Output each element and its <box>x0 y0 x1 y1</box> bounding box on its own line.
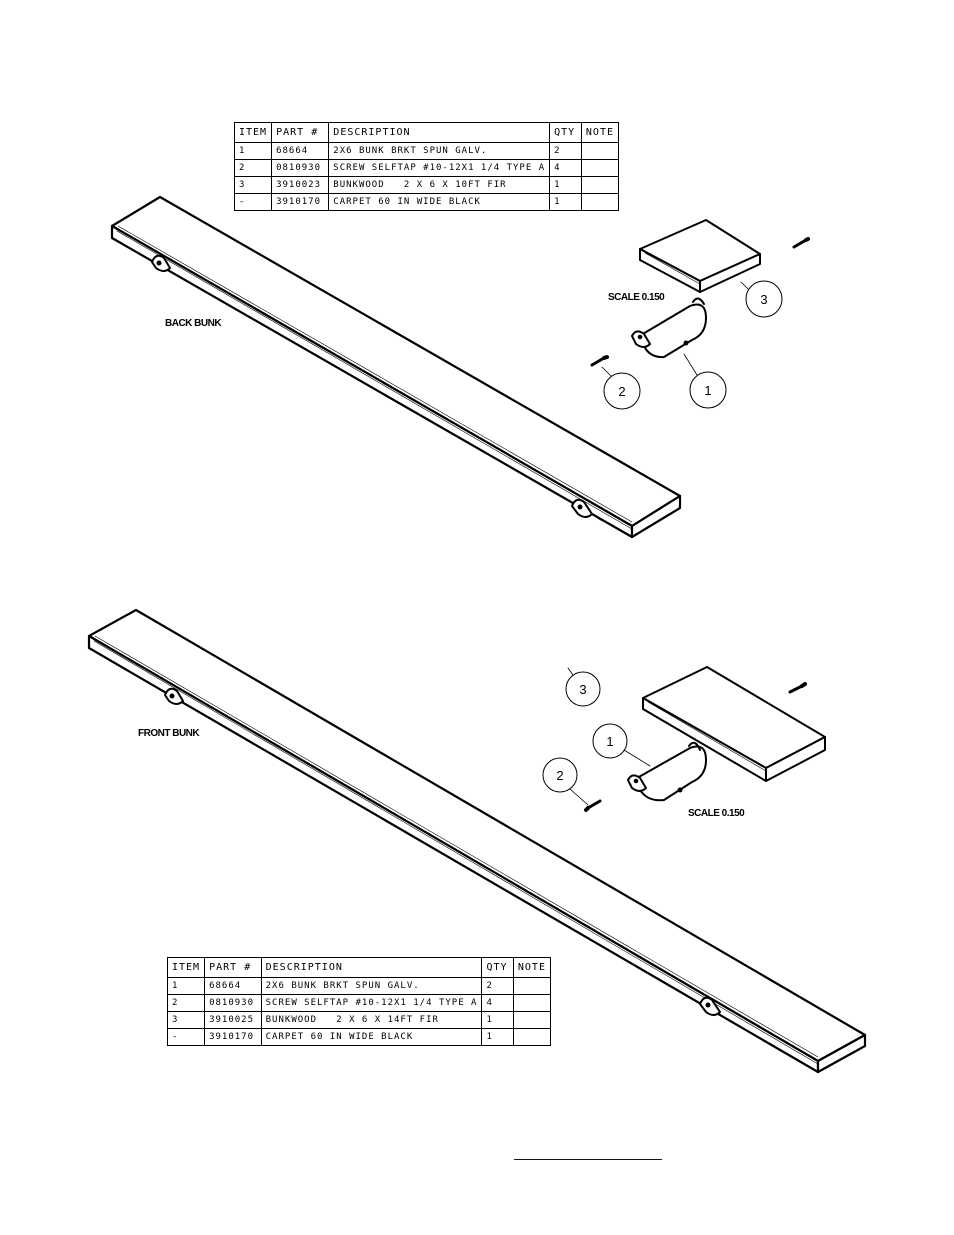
bom-cell-part: 3910170 <box>271 193 330 211</box>
bom-cell-note <box>512 1028 552 1046</box>
bom-cell-part: 3910170 <box>204 1028 262 1046</box>
bom-cell-qty: 1 <box>481 1028 514 1046</box>
bom-cell-part: 68664 <box>271 142 330 160</box>
bom-cell-note <box>512 977 552 995</box>
bom-header-part: PART # <box>271 122 330 143</box>
bom-cell-qty: 2 <box>549 142 582 160</box>
bom-cell-description: 2X6 BUNK BRKT SPUN GALV. <box>260 977 483 995</box>
bom-cell-item: - <box>166 1028 206 1046</box>
bom-cell-qty: 4 <box>481 994 514 1012</box>
bom-header-row: ITEM PART # DESCRIPTION QTY NOTE <box>166 957 552 978</box>
front-bunk-bracket-left <box>164 687 184 705</box>
bom-cell-qty: 1 <box>549 193 582 211</box>
bom-cell-part: 0810930 <box>271 159 330 177</box>
bom-header-qty: QTY <box>481 957 514 978</box>
bom-header-part: PART # <box>204 957 262 978</box>
front-detail-bracket <box>627 741 707 802</box>
back-bunk-bracket-left <box>151 254 171 272</box>
front-balloon-1 <box>592 723 628 759</box>
bom-cell-note <box>512 1011 552 1029</box>
bom-cell-description: CARPET 60 IN WIDE BLACK <box>260 1028 483 1046</box>
back-scale-label: SCALE 0.150 <box>608 292 665 303</box>
bom-cell-item: - <box>233 193 273 211</box>
front-balloon-2-label: 2 <box>556 768 563 783</box>
bom-cell-description: SCREW SELFTAP #10-12X1 1/4 TYPE A <box>260 994 483 1012</box>
front-balloon-3 <box>565 671 601 707</box>
bom-row: 1 68664 2X6 BUNK BRKT SPUN GALV. 2 <box>166 977 552 995</box>
front-detail-screw-left <box>584 799 602 812</box>
back-balloon-1-label: 1 <box>704 383 711 398</box>
bom-cell-description: 2X6 BUNK BRKT SPUN GALV. <box>328 142 551 160</box>
front-bunk-bracket-right <box>699 996 721 1016</box>
back-detail-bracket <box>631 297 707 359</box>
bom-cell-qty: 1 <box>549 176 582 194</box>
bom-cell-note <box>580 176 620 194</box>
bom-header-item: ITEM <box>233 122 273 143</box>
bom-cell-part: 68664 <box>204 977 262 995</box>
bom-cell-note <box>580 159 620 177</box>
bom-cell-description: BUNKWOOD 2 X 6 X 10FT FIR <box>328 176 551 194</box>
bom-cell-item: 3 <box>166 1011 206 1029</box>
back-detail-screw-left <box>590 355 609 367</box>
bom-cell-description: BUNKWOOD 2 X 6 X 14FT FIR <box>260 1011 483 1029</box>
bom-cell-qty: 4 <box>549 159 582 177</box>
front-scale-label: SCALE 0.150 <box>688 808 745 819</box>
back-balloon-3 <box>745 280 783 318</box>
back-bunk-bom-table: ITEM PART # DESCRIPTION QTY NOTE 1 68664… <box>233 122 620 211</box>
bom-cell-item: 1 <box>166 977 206 995</box>
bom-header-item: ITEM <box>166 957 206 978</box>
back-balloon-2 <box>603 372 641 410</box>
back-bunk-bracket-right <box>571 498 605 522</box>
back-balloon-3-label: 3 <box>760 292 767 307</box>
bom-cell-description: CARPET 60 IN WIDE BLACK <box>328 193 551 211</box>
back-bunk-label: BACK BUNK <box>165 318 222 329</box>
bom-cell-description: SCREW SELFTAP #10-12X1 1/4 TYPE A <box>328 159 551 177</box>
front-bunk-bom-table: ITEM PART # DESCRIPTION QTY NOTE 1 68664… <box>166 957 552 1046</box>
back-bunk-board <box>110 195 682 539</box>
bom-cell-part: 3910023 <box>271 176 330 194</box>
bom-cell-note <box>512 994 552 1012</box>
front-detail-bunkwood <box>642 666 826 782</box>
bom-cell-note <box>580 142 620 160</box>
bom-cell-item: 2 <box>233 159 273 177</box>
footer-link[interactable] <box>514 1147 662 1160</box>
front-detail-screw-top <box>788 682 807 694</box>
front-bunk-label: FRONT BUNK <box>138 728 200 739</box>
back-detail-screw-top <box>792 237 810 249</box>
bom-cell-note <box>580 193 620 211</box>
bom-row: 2 0810930 SCREW SELFTAP #10-12X1 1/4 TYP… <box>166 994 552 1012</box>
front-bunk-board <box>87 608 867 1074</box>
bom-cell-part: 3910025 <box>204 1011 262 1029</box>
bom-cell-item: 3 <box>233 176 273 194</box>
bom-header-description: DESCRIPTION <box>260 957 483 978</box>
front-balloon-1-label: 1 <box>606 734 613 749</box>
front-balloon-2 <box>542 757 578 793</box>
back-balloon-1 <box>689 371 727 409</box>
bom-cell-item: 1 <box>233 142 273 160</box>
bom-row: 1 68664 2X6 BUNK BRKT SPUN GALV. 2 <box>233 142 620 160</box>
back-detail-bunkwood <box>639 219 761 293</box>
bom-header-note: NOTE <box>512 957 552 978</box>
bom-row: - 3910170 CARPET 60 IN WIDE BLACK 1 <box>233 193 620 211</box>
bom-header-description: DESCRIPTION <box>328 122 551 143</box>
bom-row: - 3910170 CARPET 60 IN WIDE BLACK 1 <box>166 1028 552 1046</box>
bom-header-qty: QTY <box>549 122 582 143</box>
front-balloon-3-label: 3 <box>579 682 586 697</box>
bom-row: 2 0810930 SCREW SELFTAP #10-12X1 1/4 TYP… <box>233 159 620 177</box>
bom-header-note: NOTE <box>580 122 620 143</box>
bom-cell-item: 2 <box>166 994 206 1012</box>
bom-header-row: ITEM PART # DESCRIPTION QTY NOTE <box>233 122 620 143</box>
bom-row: 3 3910023 BUNKWOOD 2 X 6 X 10FT FIR 1 <box>233 176 620 194</box>
back-balloon-2-label: 2 <box>618 384 625 399</box>
bom-cell-part: 0810930 <box>204 994 262 1012</box>
bom-cell-qty: 1 <box>481 1011 514 1029</box>
bom-cell-qty: 2 <box>481 977 514 995</box>
bom-row: 3 3910025 BUNKWOOD 2 X 6 X 14FT FIR 1 <box>166 1011 552 1029</box>
